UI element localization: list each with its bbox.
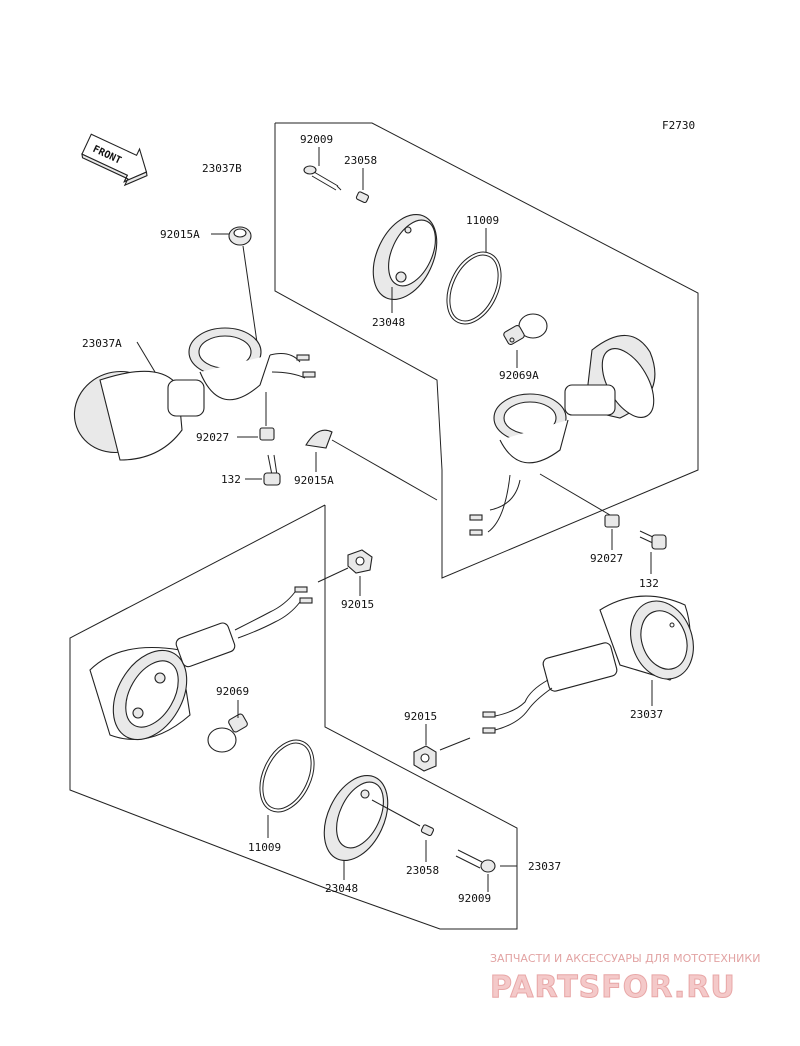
oring-11009-top [446, 251, 502, 325]
turn-signal-lower-left [89, 586, 313, 741]
label-23037-bottom: 23037 [528, 860, 561, 873]
label-23048-top: 23048 [372, 316, 405, 329]
part-labels: F2730 92009 23058 23037B 11009 92015A 23… [82, 119, 695, 905]
label-132-left: 132 [221, 473, 241, 486]
label-92015A-mid: 92015A [294, 474, 334, 487]
label-92027-left: 92027 [196, 431, 229, 444]
grommet-92015A-top [228, 226, 252, 246]
screw-92009-top [303, 165, 342, 191]
label-132-right: 132 [639, 577, 659, 590]
label-23058-bottom: 23058 [406, 864, 439, 877]
diagram-code: F2730 [662, 119, 695, 132]
label-92015A-top: 92015A [160, 228, 200, 241]
watermark-brand: PARTSFOR.RU [490, 970, 736, 1005]
housing-23048-top [372, 213, 438, 301]
bushing-92027-right [604, 514, 620, 528]
label-23048-bottom: 23048 [325, 882, 358, 895]
label-92009-top: 92009 [300, 133, 333, 146]
label-23058-top: 23058 [344, 154, 377, 167]
bulb-92069 [207, 713, 248, 753]
label-92069A: 92069A [499, 369, 539, 382]
watermark: ЗАПЧАСТИ И АКСЕССУАРЫ ДЛЯ МОТОТЕХНИКИ PA… [490, 952, 761, 1006]
front-arrow-icon: FRONT [81, 133, 148, 187]
bolt-132-left [263, 454, 281, 486]
nut-23058-top [355, 191, 370, 204]
label-92027-right: 92027 [590, 552, 623, 565]
housing-23048-bottom [323, 774, 389, 862]
bushing-92027-left [259, 427, 275, 441]
label-92015-mid: 92015 [341, 598, 374, 611]
screw-92009-bottom [455, 849, 496, 873]
bolt-132-right [639, 530, 667, 550]
oring-11009-bottom [259, 739, 315, 813]
label-11009-bottom: 11009 [248, 841, 281, 854]
label-23037-right: 23037 [630, 708, 663, 721]
label-23037A: 23037A [82, 337, 122, 350]
bulb-92069A [503, 313, 548, 346]
nut-23058-bottom [420, 824, 435, 837]
watermark-tagline: ЗАПЧАСТИ И АКСЕССУАРЫ ДЛЯ МОТОТЕХНИКИ [490, 952, 760, 965]
label-92009-bottom: 92009 [458, 892, 491, 905]
grommet-92015-right [413, 745, 437, 772]
label-11009-top: 11009 [466, 214, 499, 227]
group-outlines [69, 122, 699, 930]
turn-signal-23037A [73, 327, 316, 461]
label-92015-right: 92015 [404, 710, 437, 723]
grommet-92015-mid [347, 549, 373, 574]
turn-signal-lower-right [482, 595, 694, 734]
label-23037B: 23037B [202, 162, 242, 175]
turn-signal-23037B [469, 335, 656, 536]
grommet-92015A-mid [305, 429, 333, 449]
label-92069: 92069 [216, 685, 249, 698]
